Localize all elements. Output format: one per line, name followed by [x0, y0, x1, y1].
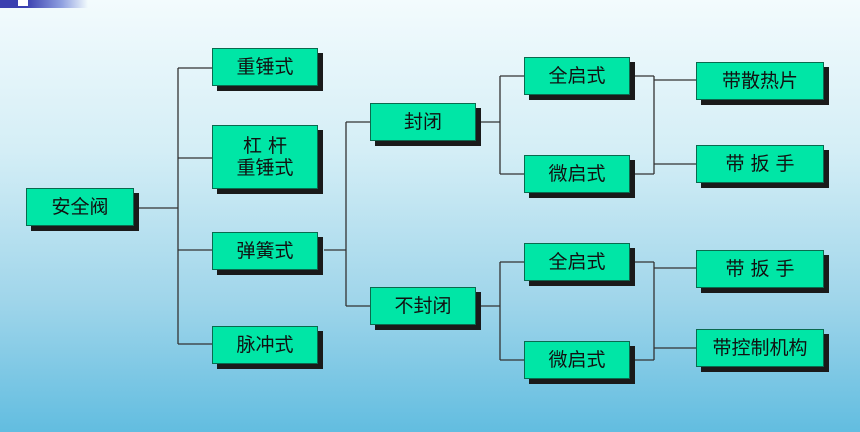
node-label: 全启式	[548, 65, 606, 87]
node-pulse-type: 脉冲式	[212, 326, 318, 364]
node-label: 脉冲式	[236, 334, 294, 356]
node-with-wrench-1: 带 扳 手	[696, 145, 824, 183]
node-safety-valve: 安全阀	[26, 188, 134, 226]
node-unsealed-micro-lift: 微启式	[524, 341, 630, 379]
node-label: 带 扳 手	[725, 258, 795, 280]
title-bar-notch	[18, 0, 28, 6]
node-label: 不封闭	[394, 295, 452, 317]
node-label: 带控制机构	[712, 337, 808, 359]
node-label: 安全阀	[51, 196, 109, 218]
node-label-line2: 重锤式	[236, 157, 294, 179]
node-unsealed: 不封闭	[370, 287, 476, 325]
node-with-control-mechanism: 带控制机构	[696, 329, 824, 367]
node-label-line1: 杠 杆	[242, 135, 288, 157]
node-unsealed-full-lift: 全启式	[524, 243, 630, 281]
node-label: 带散热片	[721, 70, 798, 92]
node-label: 重锤式	[236, 56, 294, 78]
node-lever-weight-type: 杠 杆 重锤式	[212, 125, 318, 189]
node-label: 弹簧式	[236, 240, 294, 262]
node-sealed-micro-lift: 微启式	[524, 155, 630, 193]
node-label: 封闭	[403, 111, 442, 133]
node-label: 全启式	[548, 251, 606, 273]
node-label: 微启式	[548, 163, 606, 185]
title-bar-accent	[0, 0, 88, 8]
node-label: 带 扳 手	[725, 153, 795, 175]
node-label: 微启式	[548, 349, 606, 371]
node-with-wrench-2: 带 扳 手	[696, 250, 824, 288]
node-sealed: 封闭	[370, 103, 476, 141]
node-spring-type: 弹簧式	[212, 232, 318, 270]
node-sealed-full-lift: 全启式	[524, 57, 630, 95]
node-with-heat-sink: 带散热片	[696, 62, 824, 100]
node-weight-type: 重锤式	[212, 48, 318, 86]
